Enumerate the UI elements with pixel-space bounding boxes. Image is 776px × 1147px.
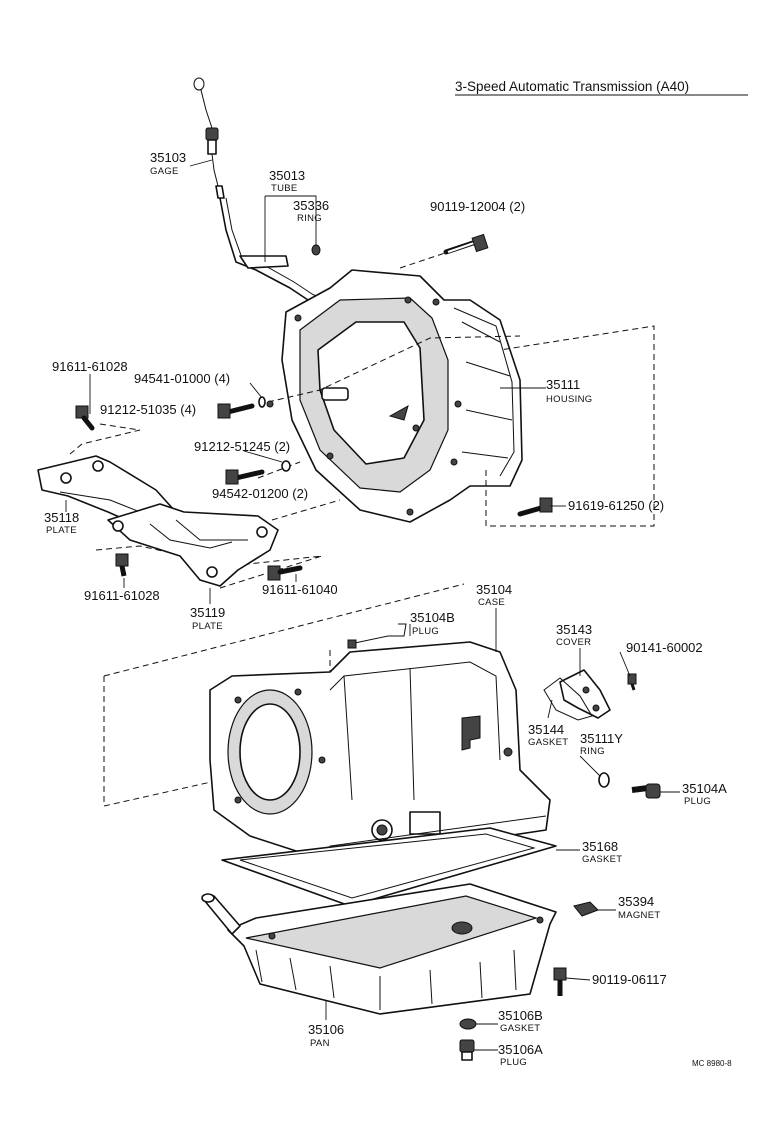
label-ring-case-number: 35111Y (580, 731, 623, 746)
label-housing-name: HOUSING (546, 394, 592, 405)
assembly-line (69, 423, 141, 455)
label-drain-plug-number: 35106A (498, 1042, 543, 1057)
assembly-line (267, 335, 521, 403)
bolt-right (517, 497, 553, 517)
label-ring-number: 35336 (293, 198, 329, 213)
case-plug-top (347, 623, 407, 649)
label-plate-a-number: 35118 (44, 510, 79, 525)
gasket-35144 (543, 677, 593, 721)
label-housing-number: 35111 (546, 377, 580, 392)
label-plate-b-number: 35119 (190, 605, 225, 620)
label-drain-plug-name: PLUG (500, 1057, 527, 1068)
dipstick-gage (193, 77, 225, 199)
label-ring-name: RING (297, 213, 322, 224)
label-pan-gasket-name: GASKET (582, 854, 622, 865)
label-tube-number: 35013 (269, 168, 305, 183)
label-gasket-cover-number: 35144 (528, 722, 564, 737)
label-gasket-cover-name: GASKET (528, 737, 568, 748)
label-gage-name: GAGE (150, 166, 179, 177)
label-washer-4: 94541-01000 (4) (134, 371, 230, 386)
assembly-line (103, 583, 465, 677)
screw-90141 (627, 673, 637, 691)
label-plug-side-name: PLUG (684, 796, 711, 807)
dipstick-tube (219, 197, 325, 307)
leader-lines (65, 159, 680, 1051)
label-cover-name: COVER (556, 637, 591, 648)
assembly-line (485, 325, 655, 527)
label-plate-a-name: PLATE (46, 525, 77, 536)
transmission-case (209, 641, 551, 863)
oil-pan (227, 883, 557, 1015)
magnet-35394 (573, 901, 599, 917)
side-plug-35104A (631, 783, 661, 799)
pan-filler-tube (201, 893, 241, 935)
label-pan-bolt: 90119-06117 (592, 972, 667, 987)
assembly-line (103, 676, 221, 807)
bolt-washer-set-2 (225, 460, 291, 485)
figure-code: MC 8980-8 (692, 1059, 732, 1068)
label-bolt-4: 91212-51035 (4) (100, 402, 196, 417)
label-magnet-number: 35394 (618, 894, 654, 909)
drain-gasket (459, 1018, 477, 1030)
assembly-line (95, 545, 323, 589)
label-screw: 90141-60002 (626, 640, 703, 655)
tube-ring (311, 244, 321, 256)
label-drain-gasket-name: GASKET (500, 1023, 540, 1034)
label-plug-top-name: PLUG (412, 626, 439, 637)
labels: 35103 GAGE 35013 TUBE 35336 RING 90119-1… (44, 150, 732, 1068)
label-magnet-name: MAGNET (618, 910, 660, 921)
cover-35143 (559, 669, 611, 719)
label-tube-name: TUBE (271, 183, 298, 194)
label-plug-side-number: 35104A (682, 781, 727, 796)
label-plug-top-number: 35104B (410, 610, 455, 625)
label-bolt-left-upper: 91611-61028 (52, 359, 128, 374)
plate-35119 (107, 503, 279, 587)
label-washer-2: 94542-01200 (2) (212, 486, 308, 501)
label-case-number: 35104 (476, 582, 512, 597)
label-cover-number: 35143 (556, 622, 592, 637)
assembly-line (257, 461, 301, 479)
bolt-plate-middle (267, 565, 303, 581)
label-pan-gasket-number: 35168 (582, 839, 618, 854)
pan-bolt (553, 967, 567, 996)
bolt-top (443, 233, 489, 255)
label-gage-number: 35103 (150, 150, 186, 165)
label-bolt-2: 91212-51245 (2) (194, 439, 290, 454)
ring-35111Y (598, 772, 610, 788)
label-plate-b-name: PLATE (192, 621, 223, 632)
label-bolt-left-lower: 91611-61028 (84, 588, 160, 603)
label-bolt-top: 90119-12004 (2) (430, 199, 525, 214)
label-pan-number: 35106 (308, 1022, 344, 1037)
assembly-line (271, 499, 341, 521)
label-ring-case-name: RING (580, 746, 605, 757)
bolt-left-upper (75, 405, 95, 431)
label-bolt-right: 91619-61250 (2) (568, 498, 664, 513)
bolt-plate-lower (115, 553, 129, 577)
pan-gasket (221, 827, 557, 907)
label-bolt-middle: 91611-61040 (262, 582, 338, 597)
diagram-title: 3-Speed Automatic Transmission (A40) (455, 79, 689, 94)
bolt-washer-set-4 (217, 396, 274, 419)
drain-plug (459, 1039, 475, 1061)
label-case-name: CASE (478, 597, 505, 608)
label-drain-gasket-number: 35106B (498, 1008, 543, 1023)
label-pan-name: PAN (310, 1038, 330, 1049)
